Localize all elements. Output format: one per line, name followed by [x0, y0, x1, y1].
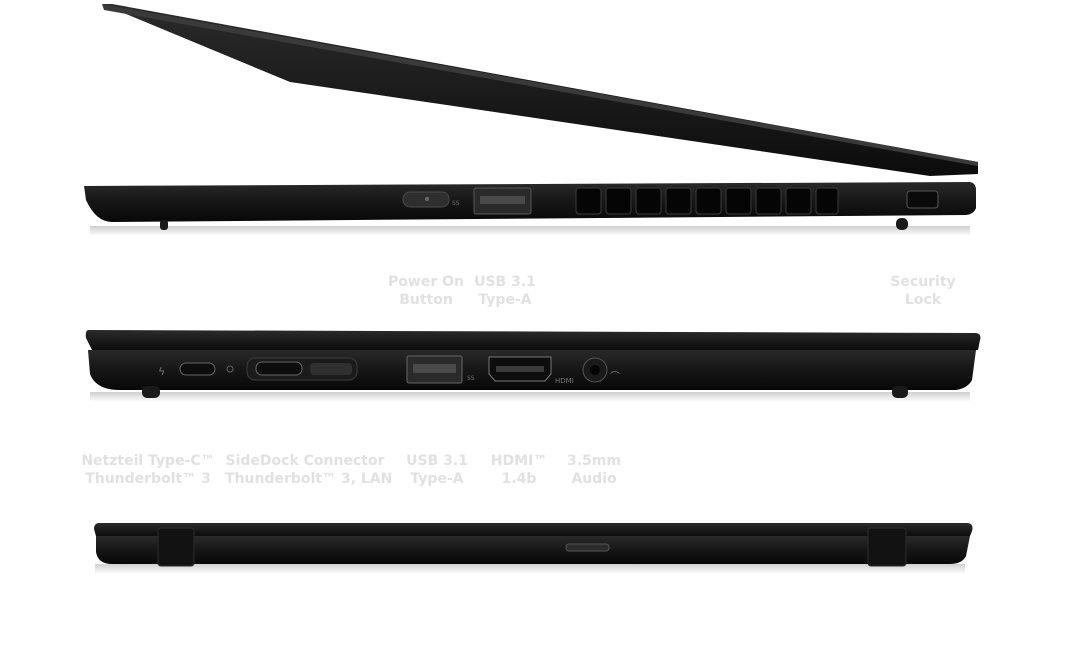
floor-shadow: [90, 392, 970, 402]
sim-card-slot-icon: [565, 543, 610, 552]
label-usb-a-left: USB 3.1 Type-A: [406, 453, 468, 487]
label-usb-c-power: Netzteil Type-C™ Thunderbolt™ 3: [81, 453, 215, 487]
hdmi-port-text: HDMI: [555, 377, 574, 385]
svg-text:SS: SS: [452, 200, 460, 207]
floor-shadow: [95, 564, 965, 574]
label-hdmi: HDMI™ 1.4b: [490, 453, 548, 487]
hinge: [157, 527, 195, 567]
cooling-vents: [575, 187, 839, 215]
label-sidedock-connector: SideDock Connector Thunderbolt™ 3, LAN: [225, 453, 393, 487]
label-usb-a-right: USB 3.1 Type-A: [474, 274, 536, 308]
laptop-lid-closed: [85, 330, 981, 350]
security-lock-slot-icon: [906, 190, 939, 209]
svg-text:ϟ: ϟ: [158, 365, 165, 378]
laptop-right-side-view: SS: [84, 4, 978, 236]
laptop-back-lid: [94, 523, 973, 536]
rubber-foot: [142, 386, 160, 398]
label-security-lock: Security Lock: [890, 274, 956, 308]
laptop-left-side-view: ϟ SS HDMI ⌒: [85, 330, 981, 402]
laptop-back-base: [96, 536, 970, 564]
svg-text:SS: SS: [467, 375, 475, 382]
label-power-on-button: Power On Button: [388, 274, 464, 308]
hinge: [867, 527, 907, 567]
rubber-foot: [896, 218, 908, 230]
svg-text:⌒: ⌒: [610, 371, 620, 383]
laptop-back-view: [94, 523, 973, 574]
usb-c-power-port-icon: [179, 362, 216, 376]
rubber-foot: [160, 220, 168, 230]
rubber-foot: [892, 386, 908, 398]
label-audio-jack: 3.5mm Audio: [567, 453, 621, 487]
lid-edge: [102, 4, 978, 166]
floor-shadow: [90, 226, 970, 236]
